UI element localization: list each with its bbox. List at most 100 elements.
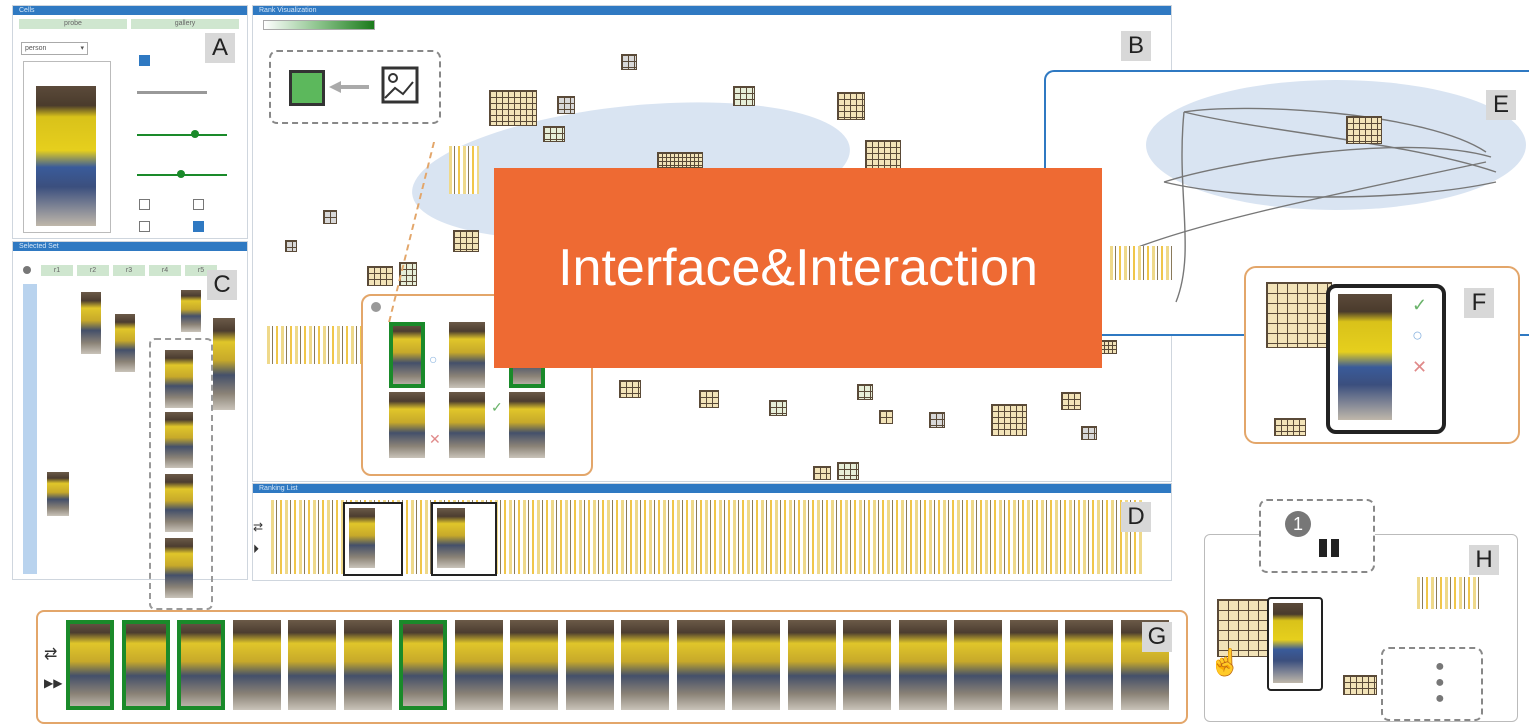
rank-cell[interactable] (619, 380, 641, 398)
ranking-focus[interactable] (343, 502, 403, 576)
gallery-thumb[interactable] (565, 620, 614, 710)
rank-cell[interactable] (1266, 282, 1332, 348)
rank-cell[interactable] (453, 230, 479, 252)
rank-cell[interactable] (489, 90, 537, 126)
candidate-thumb[interactable] (509, 392, 545, 458)
selected-column-box[interactable] (149, 338, 213, 610)
column-header-r5: r5 (185, 265, 217, 276)
gallery-thumb[interactable] (676, 620, 725, 710)
selected-thumb[interactable] (165, 412, 193, 468)
lock-icon[interactable] (23, 266, 31, 274)
rank-cell[interactable] (1061, 392, 1081, 410)
rank-strip[interactable] (1110, 246, 1172, 280)
gallery-thumb[interactable] (66, 620, 114, 710)
rank-cell[interactable] (837, 462, 859, 480)
person-dropdown[interactable]: person ▾ (21, 42, 88, 55)
gallery-thumb[interactable] (454, 620, 503, 710)
gear-icon[interactable] (371, 302, 381, 312)
rank-cell[interactable] (813, 466, 831, 480)
candidate-card[interactable] (1267, 597, 1323, 691)
rank-cell[interactable] (543, 126, 565, 142)
candidate-thumb[interactable] (389, 392, 425, 458)
gallery-thumb[interactable] (732, 620, 780, 710)
rank-cell[interactable] (621, 54, 637, 70)
option-checkbox-4[interactable] (193, 221, 204, 232)
rank-cell[interactable] (1274, 418, 1306, 436)
gallery-thumb[interactable] (510, 620, 558, 710)
gallery-thumb[interactable] (954, 620, 1002, 710)
selected-thumb[interactable] (165, 538, 193, 598)
rank-cell[interactable] (879, 410, 893, 424)
rank-cell[interactable] (857, 384, 873, 400)
gallery-thumb[interactable] (621, 620, 669, 710)
threshold-slider-handle[interactable] (191, 130, 199, 138)
threshold-slider[interactable] (137, 134, 227, 136)
swap-icon[interactable]: ⇄ (44, 646, 58, 663)
rank-cell[interactable] (557, 96, 575, 114)
rank-cell[interactable] (865, 140, 901, 170)
gallery-thumb[interactable] (1009, 620, 1058, 710)
gallery-thumb[interactable] (787, 620, 836, 710)
gallery-thumb[interactable] (399, 620, 447, 710)
focus-thumb (437, 508, 465, 568)
tab-probe[interactable]: probe (19, 19, 127, 29)
selected-thumb[interactable] (115, 314, 135, 372)
weight-slider-handle[interactable] (177, 170, 185, 178)
rank-cell[interactable] (1343, 675, 1377, 695)
ranking-strip[interactable] (271, 500, 1143, 574)
option-checkbox-1[interactable] (139, 199, 150, 210)
selected-thumb[interactable] (81, 292, 101, 354)
rank-cell[interactable] (991, 404, 1027, 436)
row-axis-bar (23, 284, 37, 574)
candidate-thumb[interactable] (449, 322, 485, 388)
tab-gallery[interactable]: gallery (131, 19, 239, 29)
gallery-thumb[interactable] (343, 620, 392, 710)
option-checkbox-3[interactable] (139, 221, 150, 232)
selected-thumb[interactable] (47, 472, 69, 516)
gallery-thumb[interactable] (232, 620, 281, 710)
title-overlay-text: Interface&Interaction (558, 239, 1038, 297)
rank-cell[interactable] (657, 152, 703, 168)
swap-icon[interactable]: ⇄ (253, 520, 264, 534)
gallery-thumb[interactable] (177, 620, 225, 710)
candidate-thumb[interactable] (389, 322, 425, 388)
rank-cell[interactable] (1346, 116, 1382, 144)
selected-thumb[interactable] (165, 474, 193, 532)
selected-thumb[interactable] (181, 290, 201, 332)
circle-icon[interactable]: ○ (429, 351, 438, 367)
rank-cell[interactable] (1081, 426, 1097, 440)
rank-cell[interactable] (699, 390, 719, 408)
panel-a-letter: A (205, 33, 235, 63)
gallery-thumb[interactable] (121, 620, 170, 710)
check-icon[interactable]: ✓ (491, 399, 503, 415)
rank-cell[interactable] (769, 400, 787, 416)
circle-icon[interactable]: ○ (1412, 325, 1423, 345)
gallery-thumb[interactable] (898, 620, 947, 710)
cross-icon[interactable]: ✕ (429, 431, 441, 447)
play-icon[interactable]: ⏵ (253, 542, 260, 556)
gallery-thumb[interactable] (1065, 620, 1113, 710)
selected-thumb[interactable] (213, 318, 235, 410)
selected-thumb[interactable] (165, 350, 193, 408)
option-checkbox-2[interactable] (193, 199, 204, 210)
cross-icon[interactable]: ✕ (1412, 357, 1428, 377)
rank-cell[interactable] (323, 210, 337, 224)
gallery-thumb[interactable] (288, 620, 336, 710)
play-icon[interactable]: ▶▶ (44, 676, 63, 690)
ranking-focus[interactable] (431, 502, 497, 576)
rank-cell[interactable] (399, 262, 417, 286)
rank-cell[interactable] (733, 86, 755, 106)
rank-strip[interactable] (267, 326, 361, 364)
rank-strip[interactable] (449, 146, 479, 194)
rank-cell[interactable] (929, 412, 945, 428)
candidate-card[interactable]: ✓ ○ ✕ (1326, 284, 1446, 434)
rank-cell[interactable] (367, 266, 393, 286)
rank-cell[interactable] (285, 240, 297, 252)
rank-strip[interactable] (1417, 577, 1481, 609)
panel-c: Selected Set r1 r2 r3 r4 r5 C (12, 241, 248, 610)
display-checkbox[interactable] (139, 55, 150, 66)
gallery-thumb[interactable] (843, 620, 891, 710)
rank-cell[interactable] (837, 92, 865, 120)
candidate-thumb[interactable] (449, 392, 485, 458)
check-icon[interactable]: ✓ (1412, 295, 1428, 315)
